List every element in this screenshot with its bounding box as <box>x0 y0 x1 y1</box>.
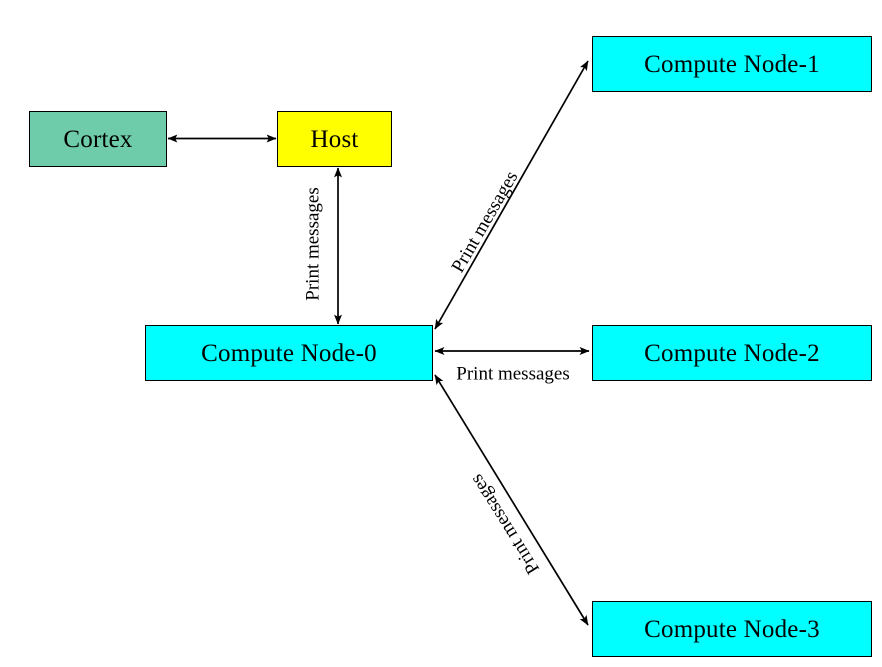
node-compute-node-1-label: Compute Node-1 <box>644 50 820 78</box>
node-compute-node-0-label: Compute Node-0 <box>201 339 377 367</box>
node-compute-node-3[interactable]: Compute Node-3 <box>592 601 872 657</box>
edge-node0-node3 <box>434 374 589 626</box>
node-compute-node-3-label: Compute Node-3 <box>644 615 820 643</box>
edge-node0-node1 <box>434 60 589 330</box>
node-cortex-label: Cortex <box>63 125 133 153</box>
edge-label-node0-host: Print messages <box>302 187 324 301</box>
node-compute-node-2[interactable]: Compute Node-2 <box>592 325 872 381</box>
node-host[interactable]: Host <box>277 111 392 167</box>
node-compute-node-2-label: Compute Node-2 <box>644 339 820 367</box>
node-compute-node-1[interactable]: Compute Node-1 <box>592 36 872 92</box>
node-cortex[interactable]: Cortex <box>29 111 167 167</box>
node-host-label: Host <box>310 125 359 153</box>
node-compute-node-0[interactable]: Compute Node-0 <box>145 325 433 381</box>
edge-label-node0-node2: Print messages <box>456 363 570 385</box>
